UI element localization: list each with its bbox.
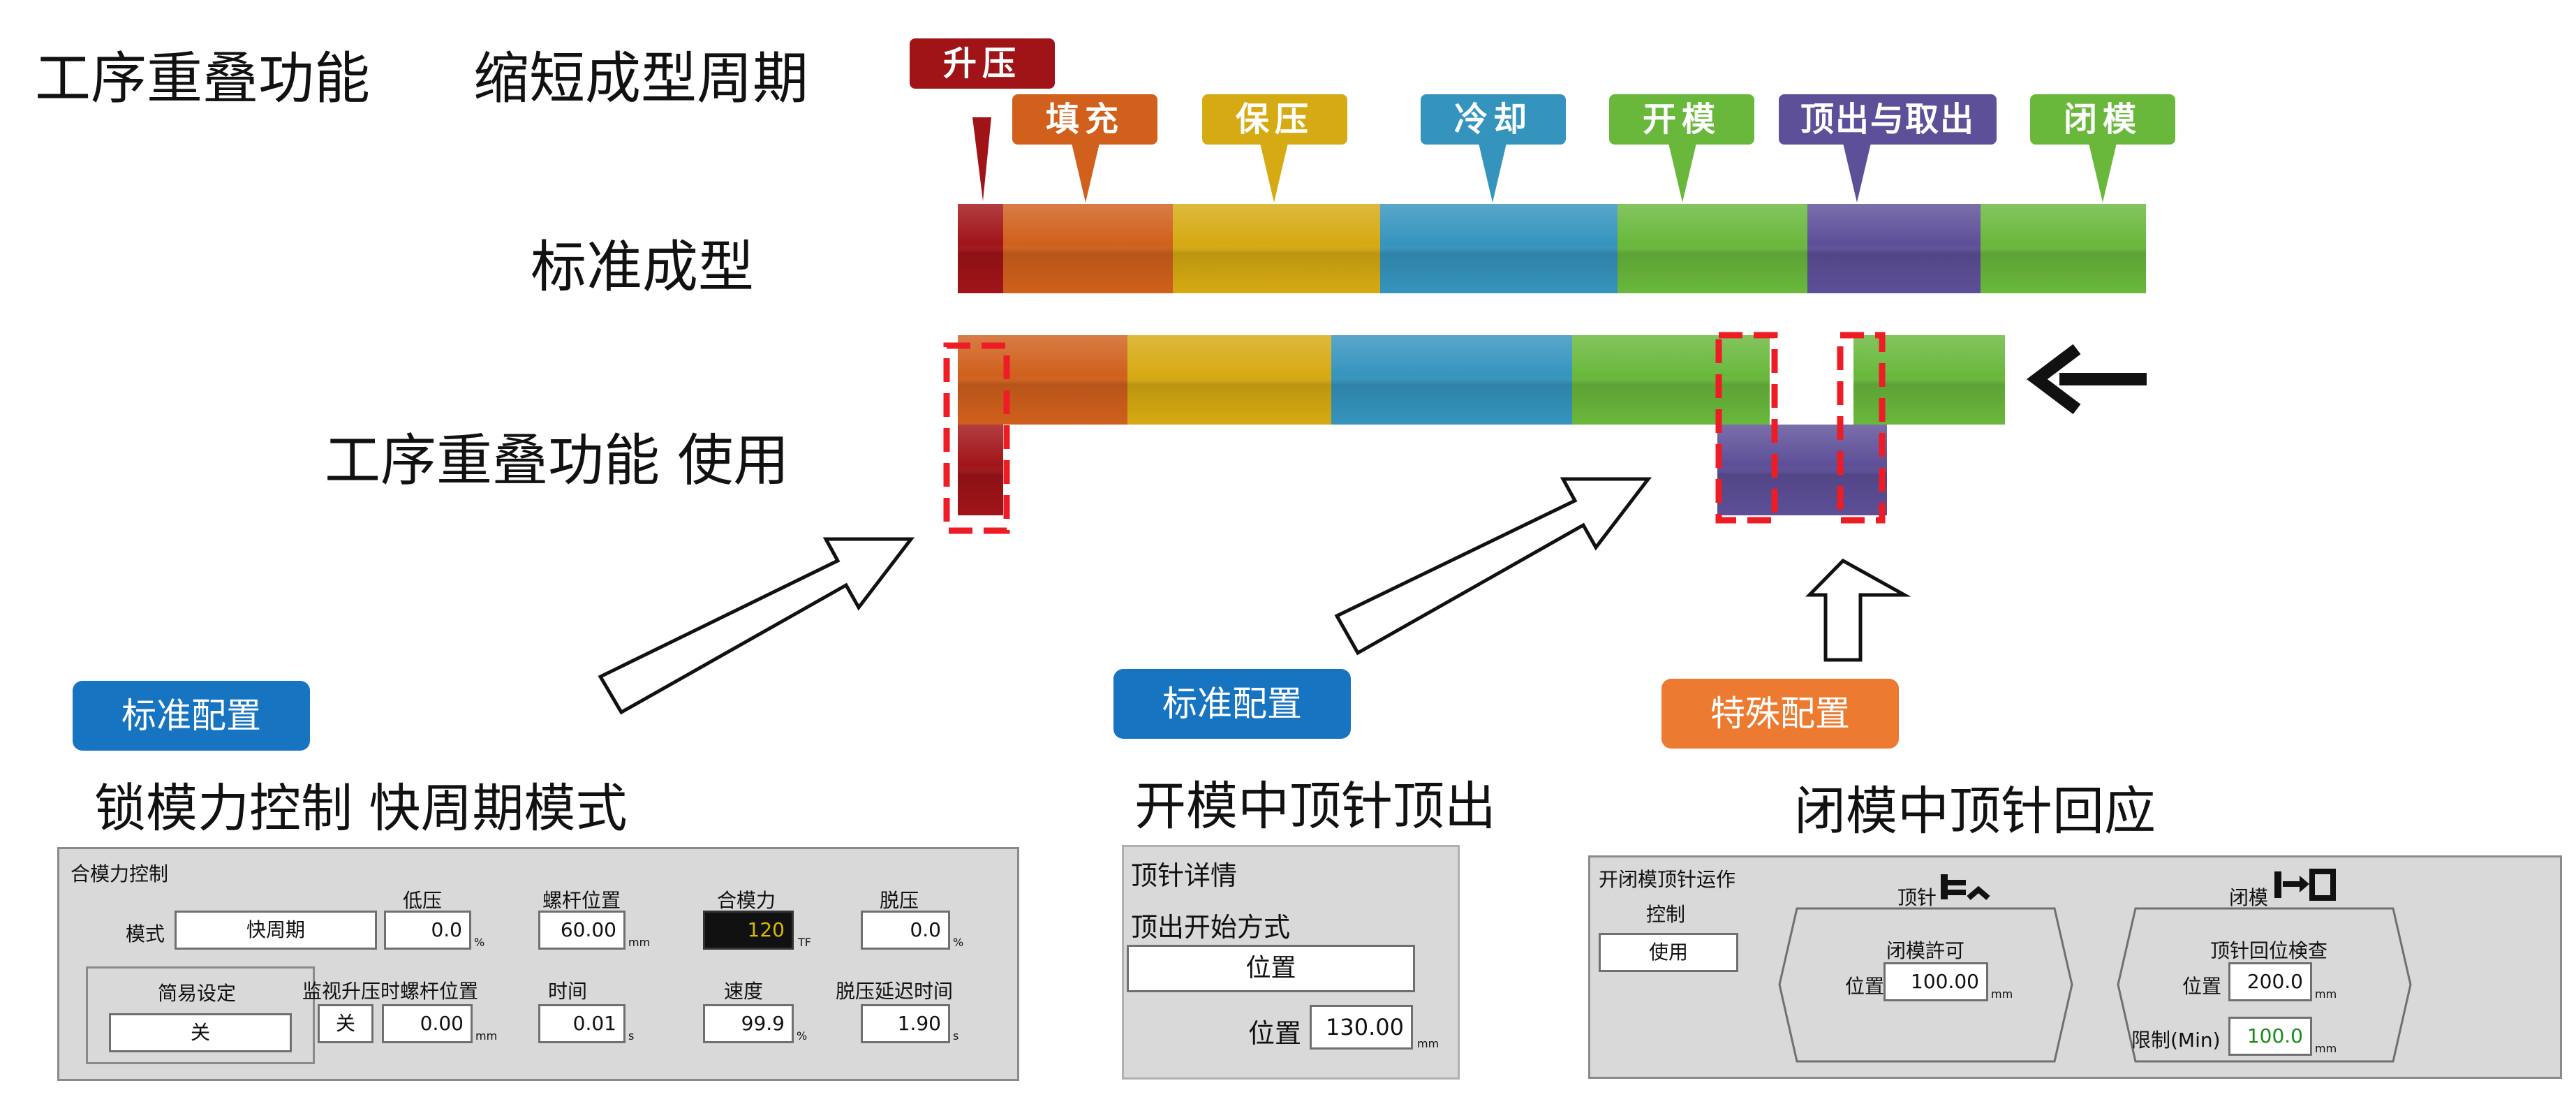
mode-label: 模式 [126,922,165,945]
phase-tag-fill: 填充 [1012,94,1157,145]
clamp-force-value: 120 [703,911,794,950]
block-arrow-middle [1334,477,1652,656]
low-pressure-input[interactable]: 0.0 [384,911,471,950]
clamp-force-panel: 合模力控制 低压 螺杆位置 合模力 脱压 模式 快周期 0.0 % 60.00 … [57,847,1019,1081]
speed-input[interactable]: 99.9 [703,1004,794,1043]
monitor-screw-label: 监视升压时螺杆位置 [302,980,479,1003]
low-pressure-label: 低压 [403,889,443,912]
ejector-return-check-frame [2117,907,2412,1063]
eject-position-input[interactable]: 130.00 [1310,1005,1413,1050]
unit-pct: % [953,936,964,949]
overlap-highlight-boxes [943,332,1886,534]
time-input[interactable]: 0.01 [538,1004,626,1043]
clamp-permit-title: 闭模許可 [1886,939,1965,962]
phase-tag-pressurize: 升压 [910,38,1055,89]
standard-molding-bar [958,204,2146,293]
release-label: 脱压 [880,889,919,912]
section-title-right: 闭模中顶针回应 [1794,781,2156,841]
phase-tag-eject: 顶出与取出 [1779,94,1997,145]
unit-mm: mm [1417,1037,1439,1050]
permit-position-label: 位置 [1845,975,1885,998]
section-title-left: 锁模力控制 快周期模式 [94,779,628,839]
eject-position-label: 位置 [1248,1018,1302,1049]
eject-start-mode-select[interactable]: 位置 [1127,945,1415,992]
phase-tag-cool: 冷却 [1421,94,1566,145]
ejector-label: 顶针 [1897,886,1937,909]
phase-tag-close: 闭模 [2030,94,2175,145]
left-arrow [2027,344,2147,415]
open-close-ejector-panel: 开闭模顶针运作 控制 使用 顶针 闭模 闭模許可 位置 100.00 mm 顶针… [1588,855,2562,1079]
header-title-left: 工序重叠功能 [35,46,370,111]
monitor-toggle[interactable]: 关 [318,1004,373,1043]
limit-min-input[interactable]: 100.0 [2228,1017,2312,1056]
control-select[interactable]: 使用 [1599,933,1738,972]
block-arrow-left [598,537,915,715]
unit-mm: mm [2315,987,2337,1001]
limit-min-label: 限制(Min) [2131,1029,2221,1052]
control-label: 控制 [1646,903,1686,926]
release-delay-label: 脱压延迟时间 [836,980,954,1003]
check-position-input[interactable]: 200.0 [2228,962,2312,1001]
simple-setting-toggle[interactable]: 关 [109,1013,292,1052]
release-input[interactable]: 0.0 [861,911,950,950]
unit-s: s [628,1029,635,1043]
badge-standard-middle: 标准配置 [1113,669,1351,739]
header-title-right: 缩短成型周期 [473,46,808,111]
return-check-title: 顶针回位検查 [2210,939,2328,962]
section-title-middle: 开模中顶针顶出 [1134,776,1496,837]
badge-special-right: 特殊配置 [1661,679,1899,749]
speed-label: 速度 [724,980,764,1003]
screw-position-label: 螺杆位置 [542,889,621,912]
simple-setting-group: 简易设定 关 [86,966,315,1064]
clamp-force-label: 合模力 [717,889,776,912]
label-pointers [972,117,2117,203]
clamp-permit-frame [1778,907,2073,1063]
time-label: 时间 [548,980,588,1003]
unit-mm: mm [628,936,651,949]
release-delay-input[interactable]: 1.90 [861,1004,950,1043]
panel-header: 开闭模顶针运作 [1599,868,1736,891]
unit-s: s [953,1029,959,1043]
unit-mm: mm [1991,987,2013,1001]
mode-select[interactable]: 快周期 [175,911,377,950]
unit-mm: mm [2315,1042,2337,1055]
screw-position-input[interactable]: 60.00 [538,911,626,950]
permit-position-input[interactable]: 100.00 [1883,962,1988,1001]
clamp-label: 闭模 [2229,886,2269,909]
panel-header: 合模力控制 [71,862,169,885]
eject-start-mode-label: 顶出开始方式 [1131,912,1291,943]
block-arrow-up [1805,558,1911,662]
clamp-close-icon [2274,869,2336,901]
overlap-molding-bar [958,335,2005,515]
simple-setting-label: 简易设定 [158,982,237,1005]
row-label-standard: 标准成型 [531,235,754,300]
unit-pct: % [797,1029,808,1043]
ejector-forward-icon [1941,874,1990,901]
phase-tag-hold: 保压 [1202,94,1347,145]
panel-header: 顶针详情 [1131,860,1238,891]
unit-pct: % [474,936,485,949]
unit-tf: TF [798,936,811,949]
ejector-detail-panel: 顶针详情 顶出开始方式 位置 位置 130.00 mm [1122,845,1460,1080]
badge-standard-left: 标准配置 [73,681,310,751]
monitor-position-input[interactable]: 0.00 [382,1004,473,1043]
unit-mm: mm [475,1029,498,1043]
row-label-overlap: 工序重叠功能 使用 [325,428,790,493]
check-position-label: 位置 [2182,975,2222,998]
phase-tag-open: 开模 [1609,94,1754,145]
